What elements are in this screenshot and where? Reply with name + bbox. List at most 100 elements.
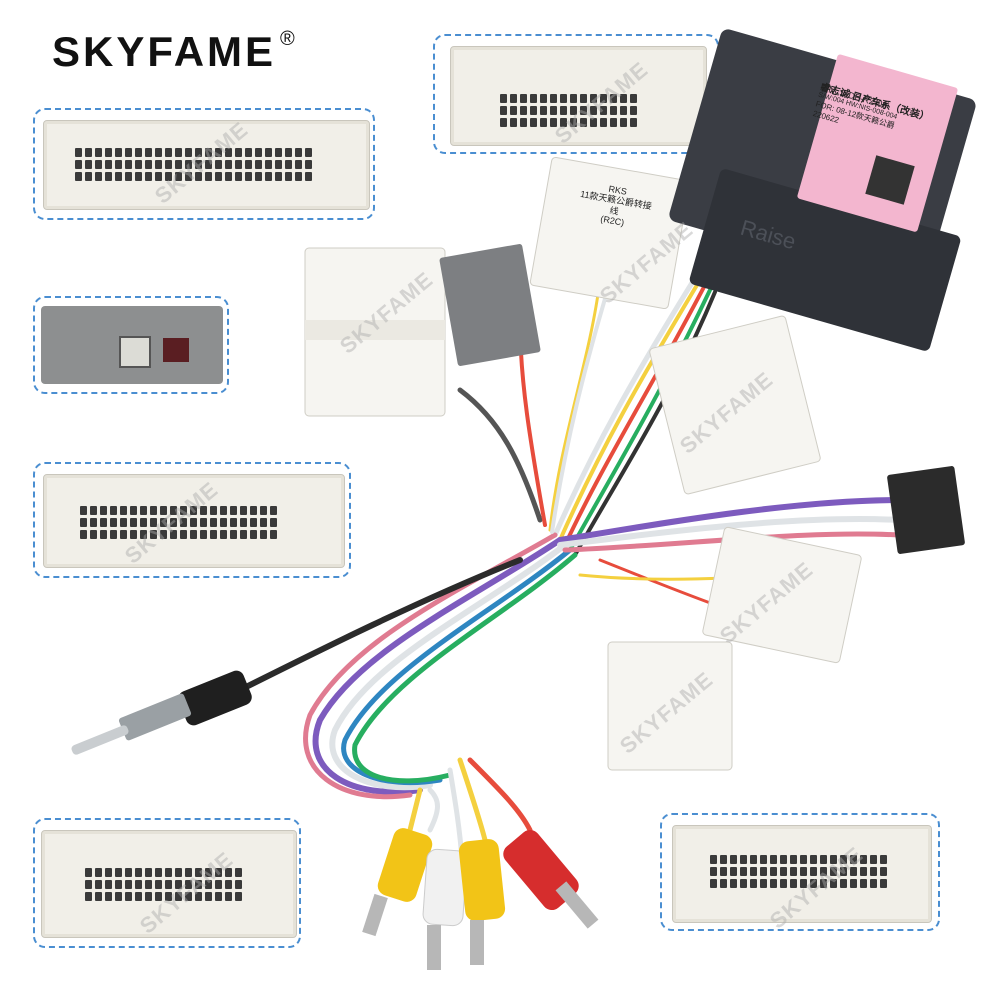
connector-pin [160,506,167,515]
connector-pin [165,892,172,901]
connector-pin [220,530,227,539]
connector-pin [195,172,202,181]
connector-pin [590,106,597,115]
connector-pin [620,94,627,103]
connector-pin [175,868,182,877]
harness-connector-right-1 [649,315,821,495]
connector-pins [80,506,277,539]
connector-pin [175,148,182,157]
connector-pin [135,880,142,889]
connector-pin [810,879,817,888]
connector-pin [245,172,252,181]
connector-pin [530,94,537,103]
connector-pin [90,506,97,515]
inset-connector-left-1 [33,108,375,220]
connector-pin [750,867,757,876]
connector-pin [275,148,282,157]
connector-pin [295,160,302,169]
connector-pin [780,879,787,888]
connector-pin [110,506,117,515]
connector-pin [200,530,207,539]
connector-pin [155,892,162,901]
inset-connector-bottom-right [660,813,940,931]
connector-pin [165,880,172,889]
connector-pin [780,867,787,876]
connector-pin [620,106,627,115]
connector-pin [730,855,737,864]
connector-pin [125,880,132,889]
connector-pin [235,148,242,157]
connector-pin [710,867,717,876]
connector-pin [270,506,277,515]
connector-pin [205,172,212,181]
connector-pin [540,118,547,127]
connector-pin [190,518,197,527]
connector-pin [135,892,142,901]
connector-pin [225,160,232,169]
brand-name: SKYFAME [52,28,277,75]
connector-pin [180,506,187,515]
connector-pin [85,880,92,889]
connector-pin [710,855,717,864]
connector-pin [165,148,172,157]
connector-pin [220,518,227,527]
connector-pin [135,172,142,181]
harness-connector-left [304,247,446,417]
connector-pin [610,118,617,127]
connector-pin [190,506,197,515]
connector-pin [235,172,242,181]
connector-pin [235,892,242,901]
connector-pin [225,172,232,181]
connector-pin [580,94,587,103]
connector-pin [125,892,132,901]
connector-pin [820,867,827,876]
connector-pin [250,518,257,527]
connector-pin [170,530,177,539]
connector-pin [510,94,517,103]
connector-pin [85,160,92,169]
connector-pin [260,518,267,527]
connector-pin [195,892,202,901]
connector-pin [560,94,567,103]
connector-pin [820,855,827,864]
connector-pin [260,530,267,539]
connector-pin [740,879,747,888]
connector-pin [75,148,82,157]
connector-pin [120,518,127,527]
connector-pin [210,506,217,515]
connector-pin [850,855,857,864]
connector-pin [770,879,777,888]
connector-pin [105,172,112,181]
connector-pin [500,106,507,115]
connector-pin [880,879,887,888]
connector-pin [145,868,152,877]
connector-pin [830,867,837,876]
connector-pin [260,506,267,515]
connector-pin [235,160,242,169]
registered-mark: ® [280,28,298,50]
connector-pin [175,880,182,889]
connector-pin [155,868,162,877]
connector-pin [210,518,217,527]
connector-pin [810,867,817,876]
connector-pin [305,148,312,157]
connector-pins [500,94,637,127]
connector-pin [265,160,272,169]
connector-pin [185,160,192,169]
connector-pin [800,855,807,864]
connector-pin [870,879,877,888]
connector-pin [95,868,102,877]
connector-pin [820,879,827,888]
connector-pin [580,106,587,115]
connector-pin [860,855,867,864]
connector-pin [215,148,222,157]
connector-pin [145,880,152,889]
connector-pin [275,160,282,169]
connector-pin [85,172,92,181]
connector-pin [790,855,797,864]
connector-pin [295,148,302,157]
connector-pin [175,172,182,181]
connector-pin [215,880,222,889]
connector-pin [195,160,202,169]
connector-pin [185,148,192,157]
